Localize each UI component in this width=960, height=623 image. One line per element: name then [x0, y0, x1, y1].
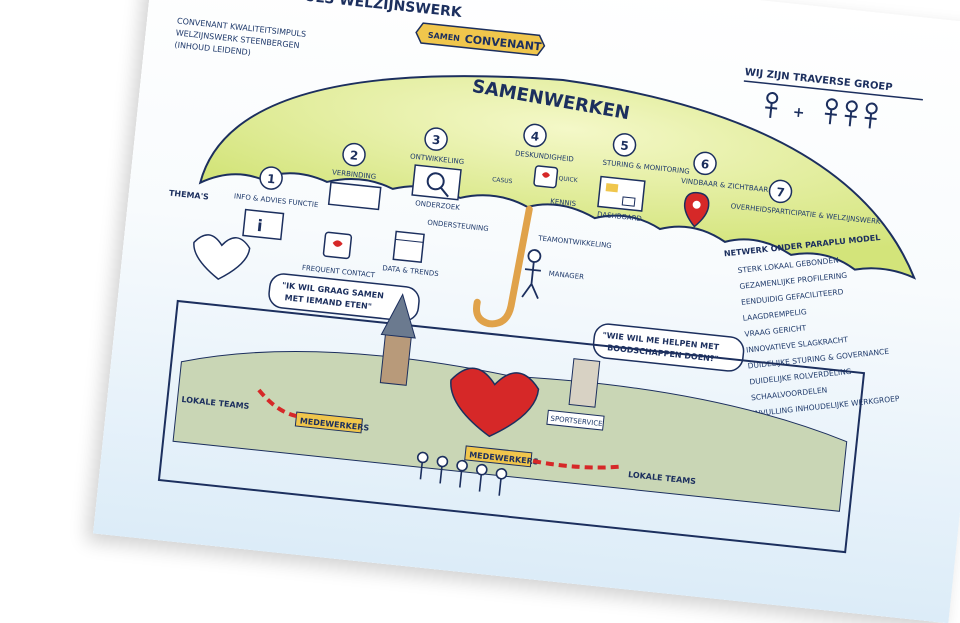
ondersteuning-label: ONDERSTEUNING — [427, 219, 489, 233]
data-trends-calendar-icon — [392, 230, 425, 264]
poster-sheet: KWALITEITSIMPULS WELZIJNSWERK SAMEN CONV… — [92, 0, 960, 623]
svg-text:7: 7 — [776, 185, 786, 200]
convenant-badge: SAMEN CONVENANT — [415, 22, 546, 57]
network-item: LAAGDREMPELIG — [742, 307, 807, 323]
location-pin-icon — [683, 191, 710, 228]
flow-arrow-left — [257, 388, 297, 418]
kennis-label: KENNIS — [550, 197, 577, 208]
svg-text:4: 4 — [530, 129, 540, 144]
teamontwikkeling-label: TEAMONTWIKKELING — [537, 234, 612, 250]
traverse-figures-icon — [765, 92, 878, 129]
onderzoek-label: ONDERZOEK — [415, 199, 461, 212]
flow-arrow-right — [532, 459, 624, 470]
town-frame — [157, 299, 866, 554]
casus-label: CASUS — [492, 176, 513, 185]
network-item: VRAAG GERICHT — [744, 323, 807, 338]
svg-text:1: 1 — [266, 172, 276, 187]
svg-text:5: 5 — [620, 138, 630, 153]
network-item: EENDUIDIG GEFACILITEERD — [741, 287, 844, 307]
meeting-icon — [327, 181, 382, 211]
poster-title: KWALITEITSIMPULS WELZIJNSWERK — [180, 0, 463, 21]
sportservice-sign — [546, 409, 605, 431]
medewerkers-tag-left: MEDEWERKERS — [294, 411, 370, 434]
church-tower-icon — [379, 293, 416, 386]
data-trends-label: DATA & TRENDS — [382, 264, 440, 278]
manager-figure-icon — [521, 249, 542, 299]
svg-text:i: i — [256, 216, 263, 235]
people-group-icon — [416, 451, 508, 496]
heart-cloud-icon — [193, 234, 251, 280]
traverse-plus: + — [792, 104, 805, 121]
network-item: SCHAALVOORDELEN — [751, 385, 828, 402]
heart-icon — [450, 367, 540, 438]
badge-prefix: SAMEN — [427, 31, 460, 43]
medewerkers-tag-right: MEDEWERKERS — [464, 445, 539, 468]
research-magnifier-icon — [411, 164, 462, 201]
quick-label: QUICK — [558, 175, 579, 184]
dashboard-icon — [597, 175, 646, 212]
svg-text:6: 6 — [700, 157, 710, 172]
umbrella-handle — [473, 205, 533, 328]
svg-text:2: 2 — [349, 148, 359, 163]
water-tower-icon — [568, 358, 601, 408]
svg-text:3: 3 — [431, 133, 441, 148]
manager-label: MANAGER — [548, 270, 584, 282]
scene: KWALITEITSIMPULS WELZIJNSWERK SAMEN CONV… — [92, 0, 960, 623]
frequent-contact-cup-icon — [322, 231, 353, 260]
speech-bubble-left: "IK WIL GRAAG SAMEN MET IEMAND ETEN" — [268, 273, 420, 322]
poster-illustration: KWALITEITSIMPULS WELZIJNSWERK SAMEN CONV… — [157, 0, 923, 554]
info-icon: i — [242, 208, 285, 241]
svg-text:INFO & ADVIES FUNCTIE: INFO & ADVIES FUNCTIE — [234, 192, 319, 209]
themes-label: THEMA'S — [169, 189, 210, 202]
coffee-cup-icon — [533, 165, 559, 189]
